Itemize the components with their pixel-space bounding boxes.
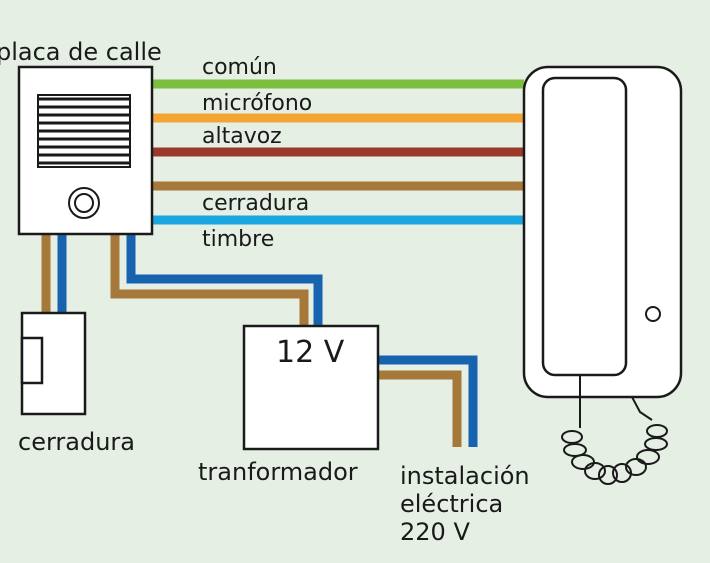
mains-label-line-2: eléctrica xyxy=(400,490,504,518)
call-button xyxy=(68,187,100,219)
coiled-cord xyxy=(561,375,668,485)
wire-transformer-brown xyxy=(110,234,309,326)
door-lock xyxy=(20,311,87,416)
transformer-label: tranformador xyxy=(198,458,358,486)
wire-label-microfono: micrófono xyxy=(202,91,313,116)
wire-label-comun: común xyxy=(202,55,277,80)
transformer-voltage-label: 12 V xyxy=(276,335,345,370)
wire-label-cerradura: cerradura xyxy=(202,191,310,216)
wire-mains-blue xyxy=(378,355,478,447)
handset-button xyxy=(645,306,661,322)
street-panel-label: placa de calle xyxy=(0,38,162,66)
mains-label-line-3: 220 V xyxy=(400,518,470,546)
intercom-handset xyxy=(522,65,683,399)
wire-transformer-blue xyxy=(126,234,323,326)
wire-label-timbre: timbre xyxy=(202,227,275,252)
wire-label-altavoz: altavoz xyxy=(202,124,282,149)
speaker-grille xyxy=(37,94,131,168)
wire-mains-brown xyxy=(378,370,462,447)
lock-label: cerradura xyxy=(18,428,135,456)
mains-label-line-1: instalación xyxy=(400,462,530,490)
transformer-box xyxy=(242,324,380,451)
